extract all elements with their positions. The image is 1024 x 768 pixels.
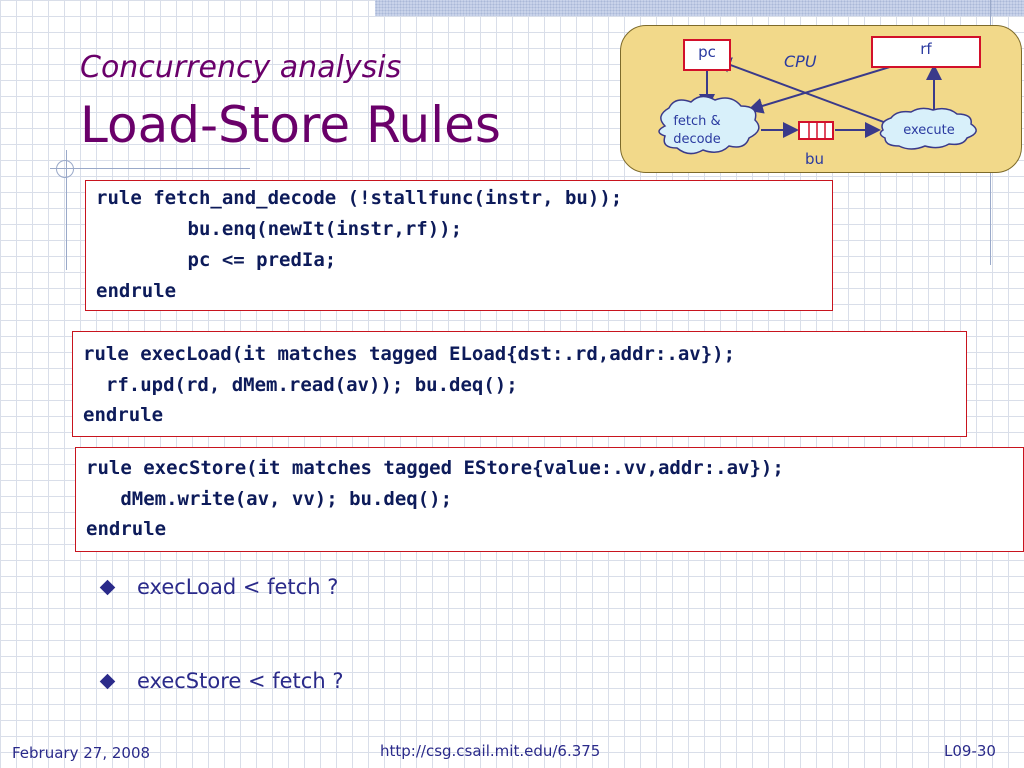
code-line: rule fetch_and_decode (!stallfunc(instr,… [96,187,623,209]
code-block-fetch-decode: rule fetch_and_decode (!stallfunc(instr,… [85,180,833,311]
code-line: endrule [86,518,167,540]
bullet-diamond-icon [99,673,116,690]
cpu-diagram-arrows [658,57,977,155]
cpu-label: CPU [784,52,817,71]
rf-label: rf [920,40,932,58]
code-block-execstore: rule execStore(it matches tagged EStore{… [75,447,1024,552]
cpu-diagram: pc rf CPU fetch & decode execute bu [620,25,1022,173]
footer-url: http://csg.csail.mit.edu/6.375 [380,742,601,760]
arrow-execute-to-pc [715,57,890,125]
slide-title: Load-Store Rules [80,96,501,154]
code-line: rf.upd(rd, dMem.read(av)); bu.deq(); [83,374,518,396]
execute-cloud [879,107,977,150]
code-line: dMem.write(av, vv); bu.deq(); [86,488,453,510]
pc-register: pc [683,39,731,71]
code-line: bu.enq(newIt(instr,rf)); [96,218,463,240]
rf-register: rf [871,36,981,68]
decorative-horizontal-line [50,168,250,169]
bullet-item: execStore < fetch ? [137,669,344,693]
header-band [375,0,1024,16]
bullet-diamond-icon [99,579,116,596]
code-line: endrule [83,404,164,426]
code-block-execload: rule execLoad(it matches tagged ELoad{ds… [72,331,967,437]
pc-label: pc [698,43,716,61]
code-line: pc <= predIa; [96,249,337,271]
bu-queue [798,121,834,140]
decorative-vertical-line-left [66,150,67,270]
slide-subtitle: Concurrency analysis [80,50,402,85]
footer-date: February 27, 2008 [12,744,151,762]
code-line: rule execLoad(it matches tagged ELoad{ds… [83,343,736,365]
decorative-circle [56,160,74,178]
arrow-rf-to-fetch [747,65,894,114]
fetch-decode-label: fetch & decode [673,114,721,147]
footer-slide-number: L09-30 [944,742,996,760]
bu-label: bu [805,150,825,168]
code-line: endrule [96,280,177,302]
code-line: rule execStore(it matches tagged EStore{… [86,457,784,479]
bullet-item: execLoad < fetch ? [137,575,339,599]
execute-label: execute [903,123,955,138]
fetch-decode-cloud [658,95,760,155]
